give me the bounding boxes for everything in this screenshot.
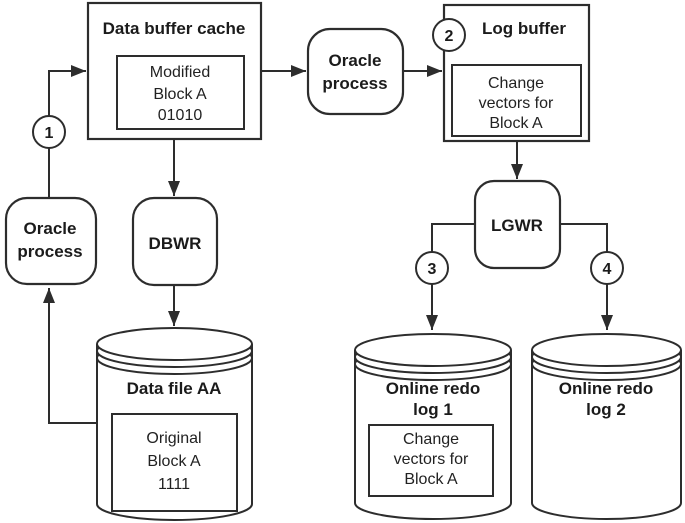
log-buffer-block-line-2: vectors for — [479, 95, 554, 112]
online-redo-log-2-cylinder-disc-1 — [531, 333, 682, 367]
modified-block-a-box — [116, 55, 245, 130]
original-block-line-2: Block A — [147, 453, 201, 470]
step-2-badge — [432, 18, 466, 52]
step-1-badge — [32, 115, 66, 149]
step-3-badge — [415, 251, 449, 285]
log-buffer-block-line-1: Change — [488, 75, 544, 92]
online-redo-log-1-cylinder-disc-1 — [354, 333, 512, 367]
original-block-a-box — [111, 413, 238, 512]
oracle-process-left-node — [4, 196, 98, 286]
redo-log-1-block-line-1: Change — [403, 431, 459, 448]
oracle-process-middle-line-2: process — [322, 74, 387, 93]
modified-block-line-1: Modified — [150, 64, 210, 81]
step-4-badge — [590, 251, 624, 285]
oracle-process-left-line-2: process — [17, 242, 82, 261]
data-file-aa-title: Data file AA — [127, 379, 222, 398]
redo-log-1-change-vectors-box — [368, 424, 494, 497]
online-redo-log-2-cylinder — [531, 333, 682, 520]
dbwr-label: DBWR — [149, 234, 202, 253]
data-buffer-cache-title: Data buffer cache — [103, 19, 246, 38]
arrow-data-file-to-oracle-process — [43, 288, 97, 424]
log-buffer-block-line-3: Block A — [489, 115, 543, 132]
log-buffer-change-vectors-box — [451, 64, 582, 137]
step-2-label: 2 — [445, 28, 454, 45]
data-file-aa-cylinder-disc-1 — [96, 327, 253, 361]
arrow-lgwr-to-redo-log-1 — [426, 223, 475, 330]
step-4-label: 4 — [603, 261, 612, 278]
log-buffer-title: Log buffer — [482, 19, 566, 38]
dbwr-node — [131, 196, 219, 287]
original-block-line-3: 1111 — [158, 476, 190, 493]
oracle-process-middle-line-1: Oracle — [329, 51, 382, 70]
oracle-process-left-line-1: Oracle — [24, 219, 77, 238]
redo-log-1-block-line-2: vectors for — [394, 451, 469, 468]
arrow-oracle-process-to-data-buffer-cache — [48, 65, 86, 198]
online-redo-log-2-cylinder-body — [531, 350, 682, 520]
lgwr-label: LGWR — [491, 216, 543, 235]
online-redo-log-1-title-line-1: Online redo — [386, 379, 480, 398]
arrow-lgwr-to-redo-log-2 — [560, 223, 613, 330]
online-redo-log-1-title-line-2: log 1 — [413, 400, 453, 419]
modified-block-line-3: 01010 — [158, 107, 203, 124]
oracle-process-middle-node — [306, 27, 405, 116]
original-block-line-1: Original — [146, 430, 201, 447]
online-redo-log-2-title-line-2: log 2 — [586, 400, 626, 419]
redo-log-1-block-line-3: Block A — [404, 471, 458, 488]
lgwr-node — [473, 179, 562, 270]
online-redo-log-2-title-line-1: Online redo — [559, 379, 653, 398]
step-3-label: 3 — [428, 261, 437, 278]
modified-block-line-2: Block A — [153, 86, 207, 103]
step-1-label: 1 — [45, 125, 54, 142]
